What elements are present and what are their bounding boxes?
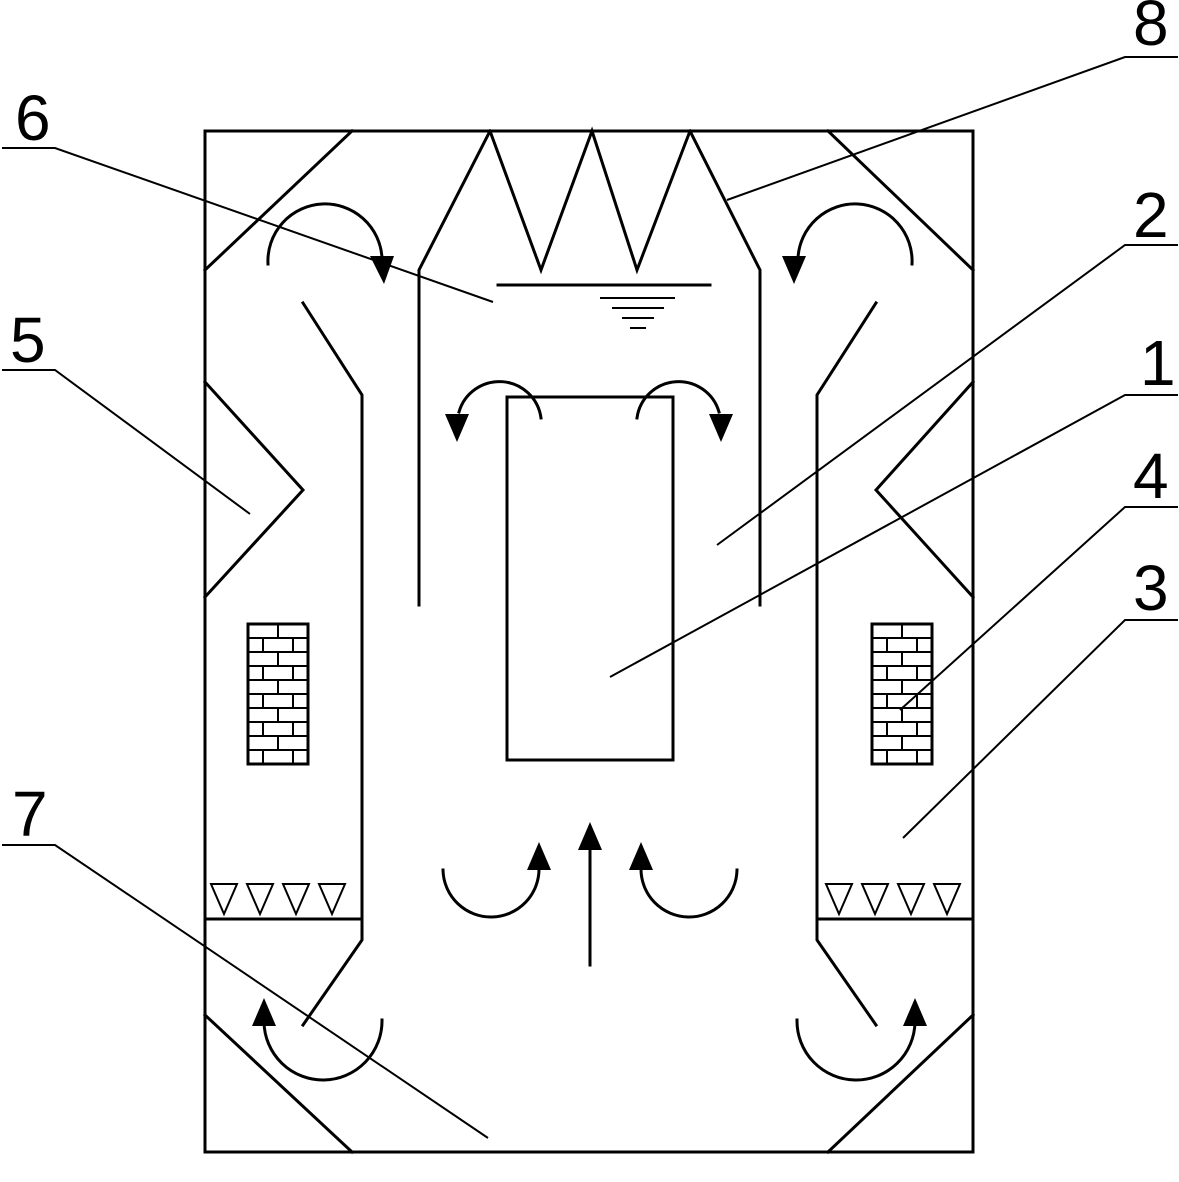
left-inner-wall bbox=[300, 300, 364, 1028]
left-hood-wall bbox=[417, 128, 493, 607]
flow-arrow-center-up-head bbox=[578, 822, 602, 850]
outer-vessel bbox=[203, 129, 975, 1154]
bottom-right-corner-baffle bbox=[825, 1012, 976, 1155]
right-packing-block bbox=[870, 622, 934, 766]
leader-6 bbox=[2, 147, 494, 303]
flow-arrow-top-right-head bbox=[782, 256, 806, 284]
flow-arrow-lower-left bbox=[262, 1018, 384, 1082]
bottom-left-corner-baffle bbox=[202, 1012, 355, 1155]
leader-3 bbox=[902, 619, 1178, 839]
left-diffusers bbox=[209, 883, 347, 917]
flow-arrows bbox=[252, 202, 927, 1082]
leader-1 bbox=[609, 394, 1178, 678]
label-1: 1 bbox=[1140, 327, 1176, 399]
flow-arrow-top-right bbox=[796, 202, 914, 266]
flow-arrow-lower-right-head bbox=[903, 998, 927, 1026]
flow-arrow-bottom-left-loop bbox=[441, 866, 541, 919]
left-packing-block bbox=[246, 622, 310, 766]
right-inner-wall bbox=[815, 300, 879, 1028]
leader-5 bbox=[2, 369, 251, 515]
right-hood-wall bbox=[687, 128, 762, 607]
leader-lines bbox=[2, 56, 1178, 1139]
label-4: 4 bbox=[1133, 440, 1169, 512]
flow-arrow-top-left-head bbox=[370, 256, 394, 284]
left-v-baffle bbox=[202, 379, 306, 600]
flow-arrow-bottom-left-loop-head bbox=[527, 842, 551, 870]
leader-4 bbox=[899, 506, 1178, 711]
flow-arrow-tube-left-head bbox=[445, 414, 469, 442]
hood-zigzag bbox=[488, 126, 692, 275]
label-7: 7 bbox=[12, 778, 48, 850]
label-5: 5 bbox=[10, 304, 46, 376]
right-v-baffle bbox=[873, 379, 976, 600]
leader-8 bbox=[726, 56, 1178, 201]
label-3: 3 bbox=[1133, 552, 1169, 624]
top-right-corner-baffle bbox=[825, 128, 976, 273]
leader-7 bbox=[2, 844, 489, 1139]
flow-arrow-bottom-right-loop-head bbox=[629, 842, 653, 870]
flow-arrow-lower-left-head bbox=[252, 998, 276, 1026]
right-diffusers bbox=[824, 883, 962, 917]
central-draft-tube bbox=[505, 395, 675, 762]
label-2: 2 bbox=[1133, 179, 1169, 251]
label-8: 8 bbox=[1133, 0, 1169, 59]
flow-arrow-lower-right bbox=[795, 1018, 917, 1082]
flow-arrow-top-left bbox=[266, 202, 384, 266]
top-left-corner-baffle bbox=[202, 128, 355, 273]
flow-arrow-tube-right bbox=[635, 380, 721, 420]
flow-arrow-tube-right-head bbox=[709, 414, 733, 442]
flow-arrow-tube-left bbox=[457, 380, 543, 420]
flow-arrow-bottom-right-loop bbox=[639, 866, 739, 919]
label-6: 6 bbox=[15, 82, 51, 154]
leader-2 bbox=[716, 244, 1178, 546]
